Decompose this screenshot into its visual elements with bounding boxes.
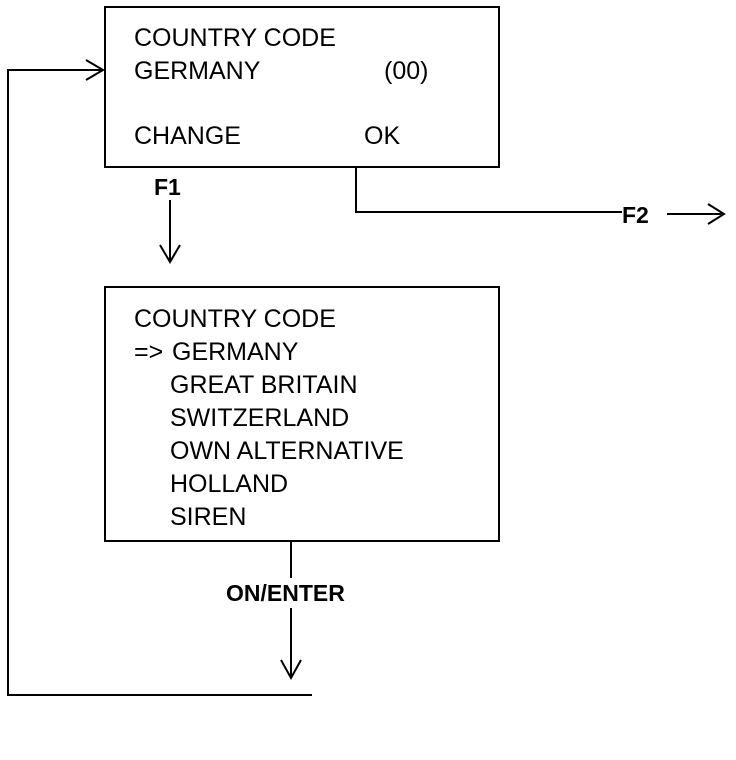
screen1-change-option: CHANGE	[134, 122, 241, 150]
screen1-title: COUNTRY CODE	[134, 24, 336, 52]
enter-arrow-head	[280, 659, 302, 681]
screen2-option-great-britain: GREAT BRITAIN	[170, 371, 358, 399]
screen2-option-holland: HOLLAND	[170, 470, 289, 498]
f2-connector-line	[355, 168, 622, 213]
screen1-code: (00)	[384, 57, 429, 85]
return-loop-arrow-head	[85, 59, 105, 81]
screen2-option-switzerland: SWITZERLAND	[170, 404, 350, 432]
country-code-display-box: COUNTRY CODE GERMANY (00) CHANGE OK	[104, 6, 500, 168]
f1-key-label: F1	[154, 174, 181, 200]
on-enter-key-label: ON/ENTER	[226, 580, 345, 606]
f2-key-label: F2	[622, 202, 649, 228]
screen1-ok-option: OK	[364, 122, 401, 150]
screen2-title: COUNTRY CODE	[134, 305, 336, 333]
screen2-option-own-alternative: OWN ALTERNATIVE	[170, 437, 404, 465]
screen2-option-germany: GERMANY	[172, 338, 299, 366]
f1-arrow-head	[159, 244, 181, 264]
screen2-option-siren: SIREN	[170, 503, 247, 531]
f2-arrow-head	[707, 203, 726, 225]
return-loop-line	[7, 69, 312, 696]
screen2-selector-arrow: =>	[134, 338, 164, 366]
screen1-country: GERMANY	[134, 57, 261, 85]
country-code-selection-box: COUNTRY CODE => GERMANY GREAT BRITAIN SW…	[104, 286, 500, 542]
